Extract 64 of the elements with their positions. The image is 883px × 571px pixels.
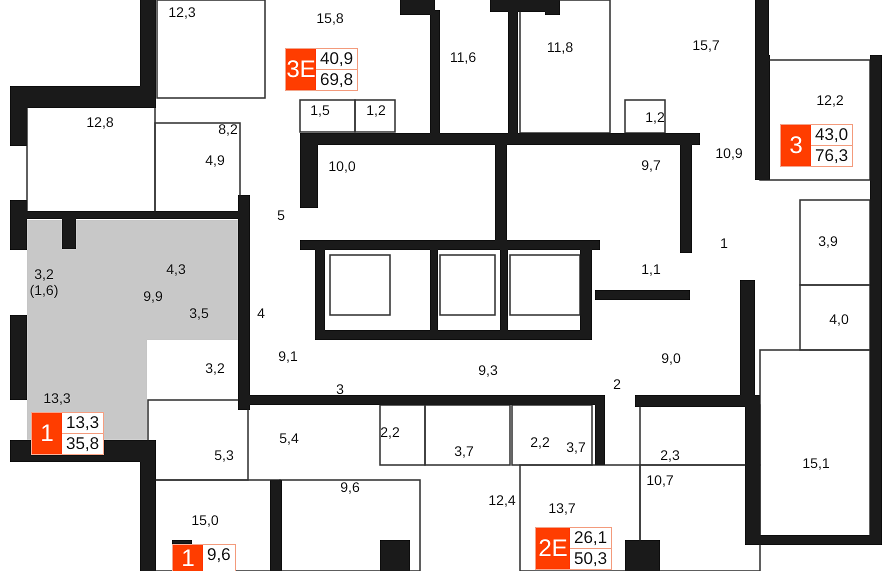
room-area: 1 — [720, 235, 728, 251]
area-value: 13,3 — [65, 413, 100, 433]
apartment-badge — [780, 124, 854, 167]
area-value: 9,6 — [206, 545, 232, 565]
room-area: 2,2 — [530, 434, 550, 450]
room-area: 13,7 — [548, 500, 576, 516]
area-value: 50,3 — [570, 548, 612, 569]
room-area: 9,9 — [143, 288, 163, 304]
area-value: 26,1 — [573, 528, 608, 548]
room-area: 15,1 — [802, 455, 830, 471]
room-area: 12,4 — [488, 492, 516, 508]
room-area: 5 — [277, 207, 285, 223]
room-area: 1,1 — [641, 261, 661, 277]
room-area: 2,3 — [660, 447, 680, 463]
room-area: 11,6 — [450, 49, 476, 65]
room-area: 8,2 — [218, 121, 238, 137]
area-value: 69,8 — [316, 69, 358, 90]
room-area: 4,9 — [205, 152, 225, 168]
room-area: 9,7 — [641, 157, 661, 173]
room-area: 3 — [336, 381, 344, 397]
room-area: 10,7 — [646, 472, 674, 488]
room-area: 1,5 — [310, 102, 330, 118]
apartment-type: 3E — [286, 49, 316, 90]
room-area: 1,2 — [366, 102, 386, 118]
room-area: 3,7 — [454, 443, 474, 459]
room-area: 3,5 — [189, 305, 209, 321]
apartment-type: 3 — [781, 125, 811, 166]
room-area: 1,2 — [645, 109, 665, 125]
apartment-type: 1 — [32, 413, 62, 454]
apartment-type: 1 — [173, 545, 203, 571]
room-area: 4,0 — [829, 311, 849, 327]
room-area: 15,0 — [191, 512, 219, 528]
room-area: 10,9 — [715, 145, 743, 161]
room-area: 2 — [613, 376, 621, 392]
room-area: 2,2 — [380, 424, 400, 440]
room-area: 3,7 — [566, 439, 586, 455]
room-area: 13,3 — [43, 390, 71, 406]
area-value: 40,9 — [319, 49, 354, 69]
room-area: 5,4 — [279, 430, 299, 446]
room-area: 3,9 — [818, 233, 838, 249]
room-area: 12,2 — [816, 92, 844, 108]
area-value: 43,0 — [814, 125, 850, 145]
room-area: 4 — [257, 305, 265, 321]
room-area: 3,2 — [205, 360, 225, 376]
room-area: 10,0 — [328, 158, 356, 174]
room-area: 12,3 — [168, 4, 196, 20]
room-area: 9,6 — [340, 479, 360, 495]
apartment-type: 2E — [536, 528, 570, 569]
room-area: 11,8 — [546, 39, 574, 55]
room-area: 5,3 — [214, 447, 234, 463]
area-value: 35,8 — [62, 433, 104, 454]
room-area: 9,0 — [661, 350, 681, 366]
room-area: 15,8 — [316, 10, 344, 26]
room-area: 12,8 — [86, 114, 114, 130]
room-area: 15,7 — [692, 37, 720, 53]
apartment-badge — [535, 527, 612, 570]
room-area: 4,3 — [166, 261, 186, 277]
area-value: 76,3 — [811, 145, 852, 166]
apartment-badge — [285, 48, 358, 91]
room-area: 3,2 (1,6) — [22, 266, 66, 298]
room-area: 9,3 — [478, 362, 498, 378]
room-area: 9,1 — [278, 348, 298, 364]
apartment-badge — [31, 412, 104, 455]
apartment-badge — [172, 544, 236, 571]
